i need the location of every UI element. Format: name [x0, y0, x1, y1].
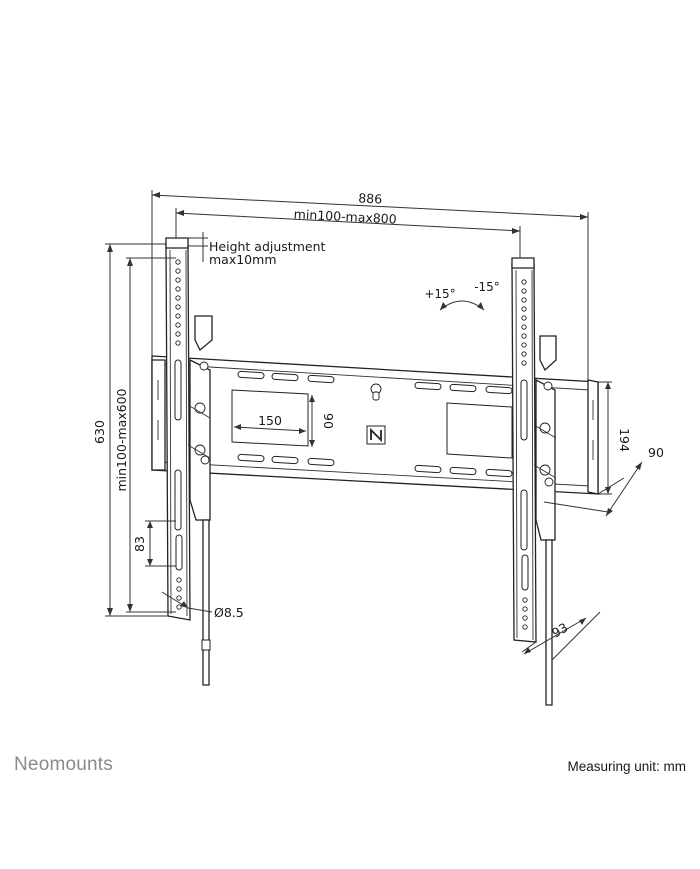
plate-slots-bottom — [237, 453, 513, 478]
dimension-cutout-height: 90 — [309, 395, 336, 447]
left-arm-holes — [175, 259, 182, 610]
brand-logo-icon — [366, 425, 386, 445]
brand-name: Neomounts — [14, 754, 113, 775]
overall-width-label: 886 — [358, 190, 383, 206]
slot-spacing-label: 83 — [132, 536, 147, 552]
height-adjustment-value: max10mm — [209, 252, 277, 267]
overall-height-label: 630 — [92, 420, 107, 444]
right-arm — [511, 257, 557, 706]
plate-cutout-left — [231, 389, 309, 447]
height-adjustment-label: Height adjustment — [209, 239, 325, 254]
screw-hole-callout: Ø8.5 — [161, 591, 244, 620]
dimension-wall-plate-height: 194 — [598, 381, 632, 495]
dimension-overall-height: 630 — [92, 243, 168, 617]
vesa-width-label: min100-max800 — [293, 206, 397, 226]
plate-slots-top — [237, 370, 513, 395]
right-arm-holes — [521, 279, 528, 630]
dimension-cutout-width: 150 — [233, 413, 307, 434]
dimension-slot-spacing: 83 — [132, 520, 176, 567]
depth-min-label: 93 — [549, 620, 570, 641]
tilt-plus-label: +15° — [424, 287, 455, 301]
cutout-height-label: 90 — [321, 413, 336, 429]
vesa-height-label: min100-max600 — [114, 388, 129, 491]
dimension-vesa-height: min100-max600 — [114, 257, 176, 613]
keyhole-icon — [370, 383, 382, 401]
dimension-depth-min: 93 — [521, 611, 601, 661]
tilt-indicator: +15° -15° — [424, 280, 500, 311]
dimension-vesa-width: min100-max800 — [175, 206, 521, 258]
plate-cutout-right — [446, 402, 513, 459]
dimension-overall-width: 886 — [151, 190, 589, 380]
depth-max-label: 90 — [648, 445, 664, 460]
wall-plate — [151, 355, 599, 495]
dimension-depth-max: 90 — [543, 445, 664, 517]
screw-hole-label: Ø8.5 — [214, 605, 244, 620]
measuring-unit-note: Measuring unit: mm — [567, 759, 686, 774]
left-arm — [165, 237, 213, 686]
cutout-width-label: 150 — [258, 413, 282, 428]
height-adjustment-callout: Height adjustment max10mm — [188, 232, 325, 267]
wall-plate-height-label: 194 — [617, 428, 632, 452]
tilt-minus-label: -15° — [474, 280, 500, 294]
